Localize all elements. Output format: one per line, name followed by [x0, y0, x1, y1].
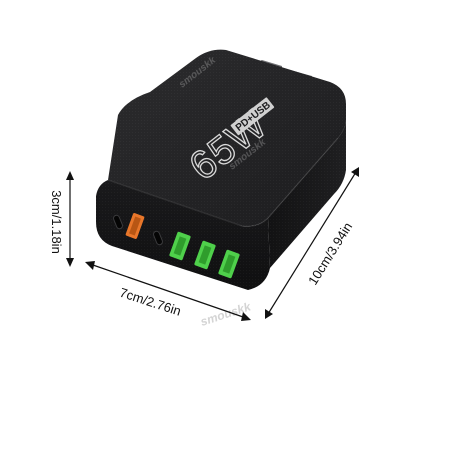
width-label: 7cm/2.76in: [118, 285, 183, 319]
depth-label-group: 10cm/3.94in: [305, 220, 355, 288]
height-label: 3cm/1.18in: [49, 190, 64, 254]
usb-c-port-2: [153, 230, 163, 246]
usb-c-port-1: [113, 214, 123, 230]
usb-a-port-3: [218, 249, 240, 279]
usb-a-port-2: [194, 240, 216, 270]
depth-label: 10cm/3.94in: [305, 220, 355, 288]
depth-dimension: [265, 167, 359, 319]
width-dimension: [85, 261, 251, 321]
height-dimension: [66, 171, 74, 267]
watermark-text-3: smouskk: [199, 299, 254, 329]
charger-body: [96, 49, 346, 290]
watermark-bottom: smouskk: [199, 299, 254, 329]
port-row: [113, 213, 240, 279]
height-label-group: 3cm/1.18in: [49, 190, 64, 254]
usb-a-port-1: [169, 231, 191, 261]
width-label-group: 7cm/2.76in: [118, 285, 183, 319]
quick-charge-port: [125, 213, 145, 239]
